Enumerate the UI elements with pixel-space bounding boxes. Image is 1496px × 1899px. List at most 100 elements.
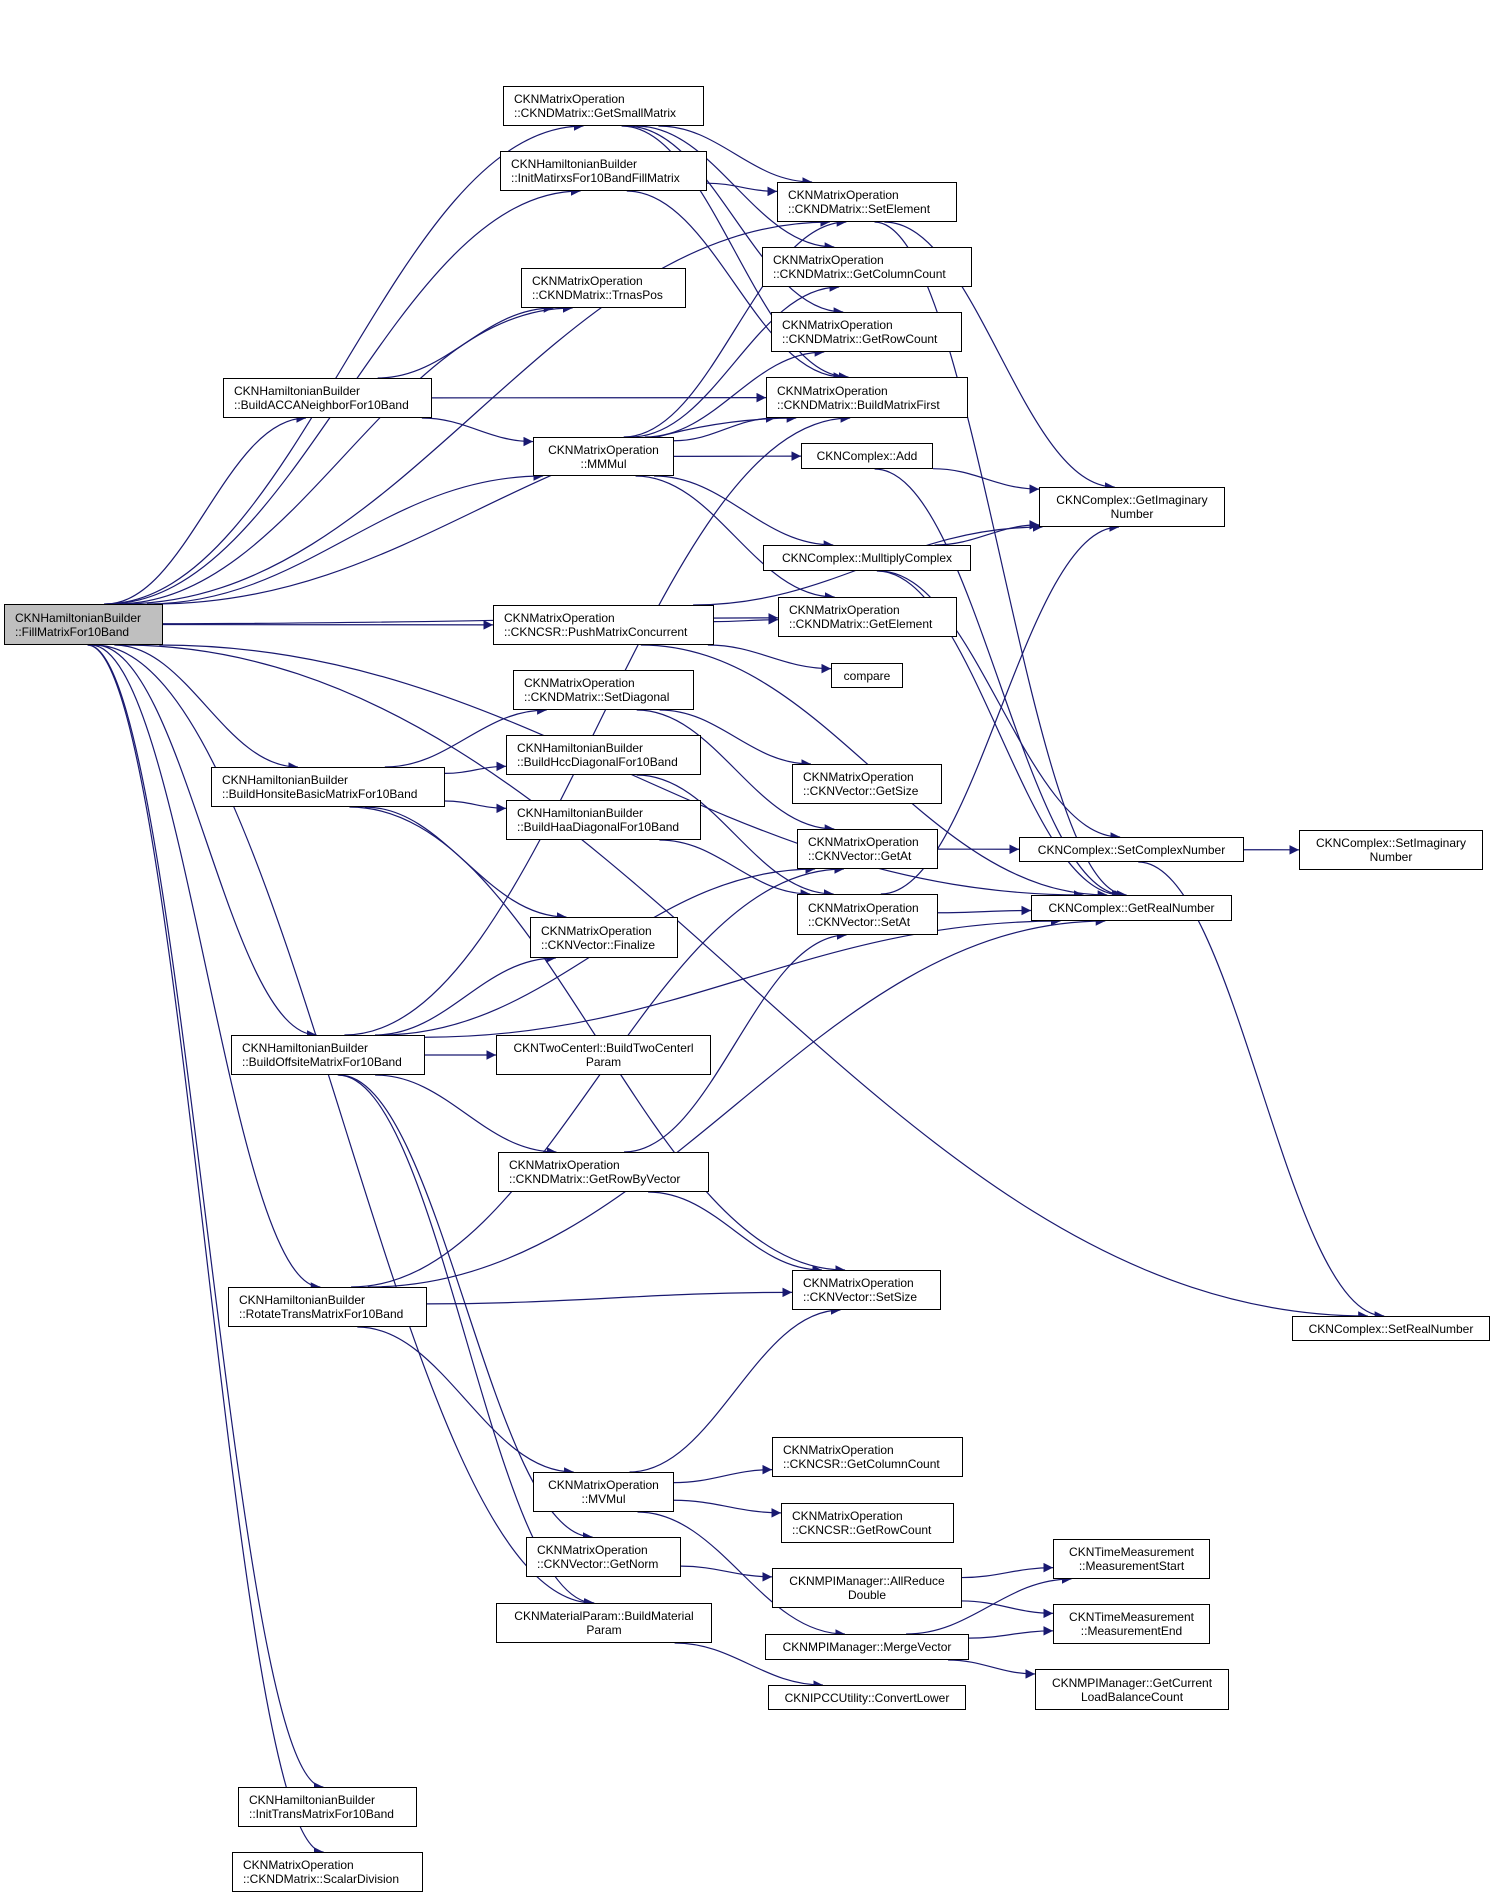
node-label-line: CKNHamiltonianBuilder <box>511 157 638 171</box>
graph-node-set-complex[interactable]: CKNComplex::SetComplexNumber <box>1019 837 1244 862</box>
node-label-line: CKNMatrixOperation <box>548 442 659 457</box>
graph-node-multiply-complex[interactable]: CKNComplex::MulltiplyComplex <box>763 545 971 571</box>
graph-node-mm-mul[interactable]: CKNMatrixOperation::MMMul <box>533 437 674 476</box>
graph-node-set-size[interactable]: CKNMatrixOperation::CKNVector::SetSize <box>792 1270 941 1310</box>
call-edge-mvMul-to-setSize <box>629 1305 841 1473</box>
node-label-line: ::CKNVector::SetSize <box>803 1290 918 1304</box>
graph-node-set-diagonal[interactable]: CKNMatrixOperation::CKNDMatrix::SetDiago… <box>513 670 694 710</box>
node-label-line: LoadBalanceCount <box>1080 1689 1184 1704</box>
call-edge-add-to-getImaginary <box>932 468 1040 494</box>
node-label-line: ::MeasurementEnd <box>1080 1624 1183 1638</box>
graph-node-scalar-division[interactable]: CKNMatrixOperation::CKNDMatrix::ScalarDi… <box>232 1852 423 1892</box>
call-edge-multiplyComplex-to-getImaginary <box>934 520 1040 546</box>
call-edge-initMatirxs-to-setElement <box>706 182 778 197</box>
node-label-line: ::RotateTransMatrixFor10Band <box>239 1307 404 1321</box>
graph-node-build-haa[interactable]: CKNHamiltonianBuilder::BuildHaaDiagonalF… <box>506 800 701 840</box>
graph-node-set-element[interactable]: CKNMatrixOperation::CKNDMatrix::SetEleme… <box>777 182 957 222</box>
call-edge-pushMatrix-to-getElement <box>713 614 779 625</box>
call-edge-buildOffsite-to-getRowByVector <box>375 1074 557 1157</box>
call-edge-getSmallMatrix-to-setElement <box>658 125 813 187</box>
graph-node-convert-lower[interactable]: CKNIPCCUtility::ConvertLower <box>768 1685 966 1710</box>
node-label-line: ::CKNDMatrix::BuildMatrixFirst <box>777 397 940 412</box>
call-edge-buildOffsite-to-buildMatrixFirst <box>344 413 851 1036</box>
graph-node-build-offsite[interactable]: CKNHamiltonianBuilder::BuildOffsiteMatri… <box>231 1035 425 1075</box>
node-label-line: CKNComplex::MulltiplyComplex <box>781 551 953 565</box>
graph-node-get-small-matrix[interactable]: CKNMatrixOperation::CKNDMatrix::GetSmall… <box>503 86 704 126</box>
graph-node-csr-get-row-count[interactable]: CKNMatrixOperation::CKNCSR::GetRowCount <box>781 1503 954 1543</box>
graph-node-get-element[interactable]: CKNMatrixOperation::CKNDMatrix::GetEleme… <box>778 597 957 637</box>
graph-node-rotate-trans[interactable]: CKNHamiltonianBuilder::RotateTransMatrix… <box>228 1287 427 1327</box>
call-edge-root-to-mmMul <box>146 471 544 605</box>
graph-node-compare[interactable]: compare <box>831 663 903 688</box>
graph-node-finalize[interactable]: CKNMatrixOperation::CKNVector::Finalize <box>530 917 678 958</box>
node-label-line: ::BuildOffsiteMatrixFor10Band <box>242 1055 402 1069</box>
graph-node-get-real[interactable]: CKNComplex::GetRealNumber <box>1031 895 1232 921</box>
graph-node-get-row-count[interactable]: CKNMatrixOperation::CKNDMatrix::GetRowCo… <box>771 312 962 352</box>
call-edge-root-to-initTrans <box>87 644 324 1792</box>
graph-node-meas-start[interactable]: CKNTimeMeasurement::MeasurementStart <box>1053 1539 1210 1579</box>
call-edge-mmMul-to-getColumnCount <box>630 282 840 438</box>
graph-node-get-at[interactable]: CKNMatrixOperation::CKNVector::GetAt <box>797 829 938 869</box>
graph-node-build-matrix-first[interactable]: CKNMatrixOperation::CKNDMatrix::BuildMat… <box>766 377 968 418</box>
graph-node-get-column-count[interactable]: CKNMatrixOperation::CKNDMatrix::GetColum… <box>762 247 972 287</box>
call-edge-mvMul-to-csrGetRowCount <box>673 1499 782 1518</box>
node-label-line: CKNHamiltonianBuilder <box>239 1293 366 1307</box>
call-edge-mmMul-to-getElement <box>635 475 835 602</box>
node-label-line: CKNMatrixOperation <box>789 603 900 617</box>
graph-node-build-a-c-c-a[interactable]: CKNHamiltonianBuilder::BuildACCANeighbor… <box>223 378 432 418</box>
node-label-line: ::CKNCSR::PushMatrixConcurrent <box>504 625 688 639</box>
node-label-line: compare <box>843 668 891 683</box>
node-label-line: CKNMatrixOperation <box>773 253 884 267</box>
graph-node-push-matrix[interactable]: CKNMatrixOperation::CKNCSR::PushMatrixCo… <box>493 605 714 645</box>
graph-node-mv-mul[interactable]: CKNMatrixOperation::MVMul <box>533 1472 674 1512</box>
call-edge-mvMul-to-mergeVector <box>637 1511 845 1639</box>
graph-node-init-trans[interactable]: CKNHamiltonianBuilder::InitTransMatrixFo… <box>238 1787 417 1827</box>
node-label-line: Number <box>1369 850 1413 864</box>
graph-node-set-real[interactable]: CKNComplex::SetRealNumber <box>1292 1316 1490 1341</box>
graph-node-get-size[interactable]: CKNMatrixOperation::CKNVector::GetSize <box>792 764 942 804</box>
graph-node-csr-get-column-count[interactable]: CKNMatrixOperation::CKNCSR::GetColumnCou… <box>772 1437 963 1477</box>
graph-node-merge-vector[interactable]: CKNMPIManager::MergeVector <box>765 1634 969 1660</box>
node-label-line: ::MVMul <box>581 1492 626 1506</box>
call-edge-root-to-setReal <box>121 644 1368 1321</box>
call-edge-getNorm-to-allReduce <box>680 1565 773 1582</box>
graph-node-build-honsite[interactable]: CKNHamiltonianBuilder::BuildHonsiteBasic… <box>211 767 445 807</box>
graph-node-meas-end[interactable]: CKNTimeMeasurement::MeasurementEnd <box>1053 1604 1210 1644</box>
call-edge-mergeVector-to-measEnd <box>968 1626 1054 1639</box>
node-label-line: ::CKNDMatrix::TrnasPos <box>532 288 663 302</box>
graph-node-init-matirxs[interactable]: CKNHamiltonianBuilder::InitMatirxsFor10B… <box>500 151 707 191</box>
graph-node-build-hcc[interactable]: CKNHamiltonianBuilder::BuildHccDiagonalF… <box>506 735 701 775</box>
node-label-line: CKNIPCCUtility::ConvertLower <box>784 1690 950 1705</box>
node-label-line: CKNMPIManager::GetCurrent <box>1051 1675 1213 1690</box>
node-label-line: ::FillMatrixFor10Band <box>15 624 130 639</box>
call-edge-setDiagonal-to-getSize <box>659 709 811 769</box>
graph-node-set-at[interactable]: CKNMatrixOperation::CKNVector::SetAt <box>797 894 938 935</box>
node-label-line: ::InitTransMatrixFor10Band <box>249 1807 394 1821</box>
call-edge-mvMul-to-csrGetColumnCount <box>673 1464 773 1484</box>
node-label-line: Double <box>847 1588 887 1602</box>
call-edge-mergeVector-to-measStart <box>906 1574 1072 1635</box>
node-label-line: CKNMatrixOperation <box>788 188 899 202</box>
node-label-line: CKNMPIManager::AllReduce <box>789 1574 945 1588</box>
graph-node-get-norm[interactable]: CKNMatrixOperation::CKNVector::GetNorm <box>526 1537 681 1577</box>
graph-node-root[interactable]: CKNHamiltonianBuilder::FillMatrixFor10Ba… <box>4 604 163 645</box>
graph-node-add[interactable]: CKNComplex::Add <box>801 443 933 469</box>
graph-node-get-row-by-vector[interactable]: CKNMatrixOperation::CKNDMatrix::GetRowBy… <box>498 1152 709 1192</box>
call-edge-buildOffsite-to-getReal <box>424 916 1061 1038</box>
node-label-line: CKNMatrixOperation <box>777 383 888 398</box>
call-edge-getRowByVector-to-setAt <box>624 930 847 1153</box>
node-label-line: CKNMatrixOperation <box>532 274 643 288</box>
node-label-line: CKNMaterialParam::BuildMaterial <box>514 1609 694 1623</box>
call-edge-root-to-rotateTrans <box>90 644 321 1292</box>
graph-node-trnas-pos[interactable]: CKNMatrixOperation::CKNDMatrix::TrnasPos <box>521 268 686 308</box>
call-edge-add-to-getReal <box>874 468 1124 900</box>
node-label-line: ::CKNCSR::GetColumnCount <box>783 1457 940 1471</box>
node-label-line: ::CKNVector::Finalize <box>541 937 656 952</box>
